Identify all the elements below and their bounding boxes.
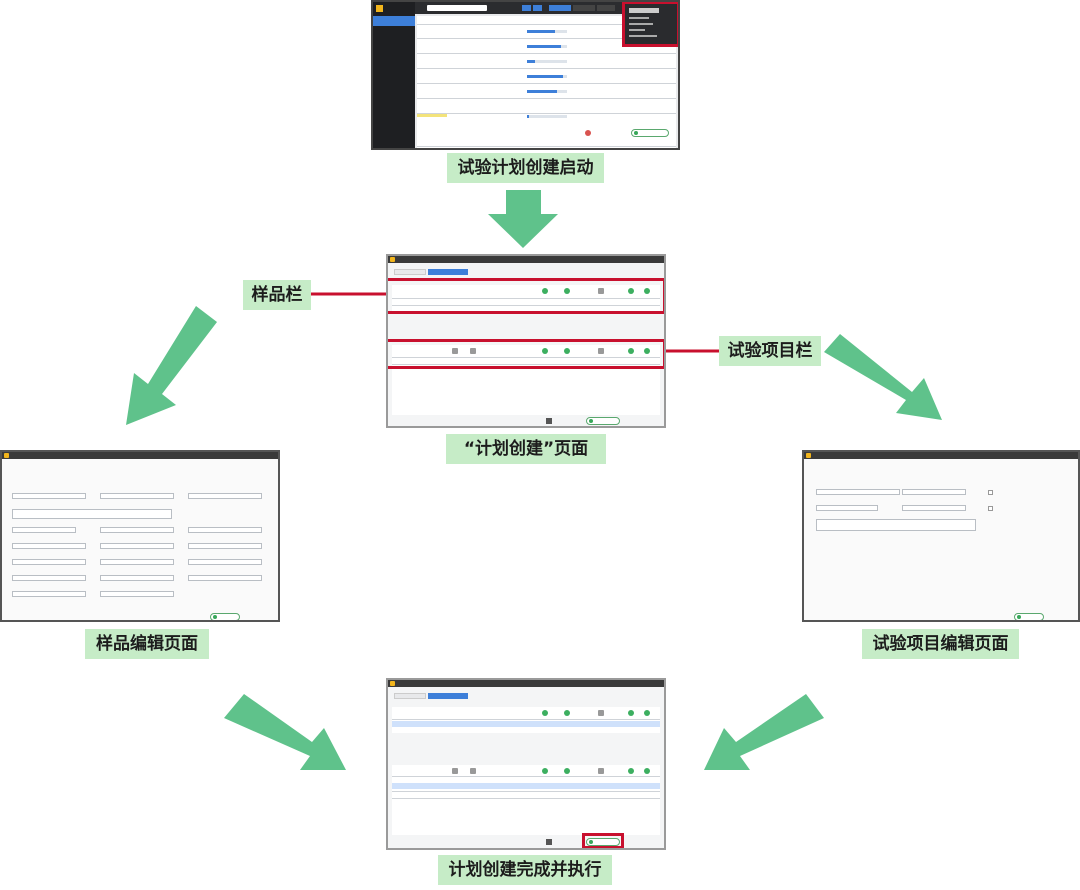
create-save-icon[interactable] [546, 418, 552, 424]
sidebar-item-active[interactable] [373, 16, 415, 26]
label-test-item-bar: 试验项目栏 [719, 336, 821, 366]
test-item-edit-screenshot [802, 450, 1080, 622]
progress-track-6 [527, 115, 567, 118]
complete-sample-selected-row[interactable] [392, 721, 660, 727]
toolbar-button-blue-2[interactable] [533, 5, 542, 11]
label-create-page: “计划创建”页面 [446, 434, 606, 464]
arrow-down [488, 190, 558, 248]
launch-toolbar [415, 2, 678, 14]
complete-tab-samples[interactable] [428, 693, 468, 699]
test-item-bar-highlight [388, 339, 664, 369]
progress-track-1 [527, 30, 567, 33]
context-menu [625, 4, 677, 44]
complete-test-selected-row[interactable] [392, 783, 660, 789]
label-complete: 计划创建完成并执行 [438, 855, 612, 885]
menu-item-new[interactable] [629, 8, 659, 13]
checkbox-1[interactable] [988, 490, 993, 495]
test-item-bar [392, 345, 660, 415]
test-item-edit-ok-button[interactable] [1014, 613, 1044, 620]
arrow-right-down [824, 334, 942, 420]
create-tab-basic[interactable] [394, 269, 426, 275]
sample-bar [392, 285, 660, 311]
sample-edit-ok-button[interactable] [210, 613, 240, 620]
execute-button[interactable] [586, 838, 620, 846]
context-menu-highlight [622, 2, 678, 47]
complete-screenshot [386, 678, 666, 850]
progress-track-4 [527, 75, 567, 78]
toolbar-button-blue[interactable] [522, 5, 531, 11]
tab-2[interactable] [573, 5, 595, 11]
complete-test-item-bar [392, 765, 660, 835]
launch-sidebar [373, 2, 415, 148]
tab-3[interactable] [597, 5, 615, 11]
row-confirm-button[interactable] [631, 129, 669, 137]
label-test-item-edit: 试验项目编辑页面 [862, 629, 1019, 659]
tab-active[interactable] [549, 5, 571, 11]
create-tab-samples[interactable] [428, 269, 468, 275]
complete-sample-bar [392, 707, 660, 733]
execute-button-highlight [582, 833, 624, 848]
arrow-left-down [126, 306, 217, 425]
app-logo [376, 5, 383, 12]
arrow-test-to-complete [704, 694, 824, 770]
progress-track-2 [527, 45, 567, 48]
label-sample-bar: 样品栏 [243, 280, 311, 310]
create-page-screenshot [386, 254, 666, 428]
label-sample-edit: 样品编辑页面 [85, 629, 209, 659]
launch-screenshot [371, 0, 680, 150]
sample-edit-screenshot [0, 450, 280, 622]
progress-track-3 [527, 60, 567, 63]
complete-tab-basic[interactable] [394, 693, 426, 699]
row-delete-icon[interactable] [585, 130, 591, 136]
complete-save-icon[interactable] [546, 839, 552, 845]
sample-bar-highlight [388, 278, 664, 314]
label-launch: 试验计划创建启动 [447, 153, 604, 183]
arrow-sample-to-complete [224, 694, 346, 770]
highlight-row-bar [417, 114, 447, 117]
search-input[interactable] [427, 5, 487, 11]
create-confirm-button[interactable] [586, 417, 620, 425]
checkbox-2[interactable] [988, 506, 993, 511]
progress-track-5 [527, 90, 567, 93]
